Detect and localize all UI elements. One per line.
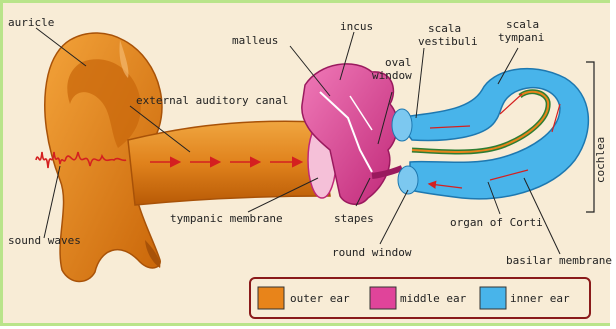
label-external-auditory-canal: external auditory canal xyxy=(136,94,288,107)
external-auditory-canal-shape xyxy=(128,121,330,205)
label-stapes: stapes xyxy=(334,212,374,225)
legend-label-inner-ear: inner ear xyxy=(510,292,570,305)
label-incus: incus xyxy=(340,20,373,33)
cochlea-bracket xyxy=(586,62,594,212)
label-organ-of-corti: organ of Corti xyxy=(450,216,543,229)
label-scala-tympani-1: scala xyxy=(506,18,539,31)
label-oval-window-2: window xyxy=(372,69,412,82)
label-tympanic-membrane: tympanic membrane xyxy=(170,212,283,225)
legend-swatch-outer-ear xyxy=(258,287,284,309)
legend-label-middle-ear: middle ear xyxy=(400,292,467,305)
legend-swatch-inner-ear xyxy=(480,287,506,309)
label-scala-vestibuli-1: scala xyxy=(428,22,461,35)
label-oval-window-1: oval xyxy=(385,56,412,69)
label-scala-vestibuli-2: vestibuli xyxy=(418,35,478,48)
label-malleus: malleus xyxy=(232,34,278,47)
legend: outer ear middle ear inner ear xyxy=(250,278,590,318)
legend-swatch-middle-ear xyxy=(370,287,396,309)
label-scala-tympani-2: tympani xyxy=(498,31,544,44)
label-sound-waves: sound waves xyxy=(8,234,81,247)
label-round-window: round window xyxy=(332,246,412,259)
legend-label-outer-ear: outer ear xyxy=(290,292,350,305)
label-auricle: auricle xyxy=(8,16,54,29)
label-cochlea: cochlea xyxy=(594,137,607,183)
label-basilar-membrane: basilar membrane xyxy=(506,254,612,267)
cochlea-shape xyxy=(392,69,588,199)
